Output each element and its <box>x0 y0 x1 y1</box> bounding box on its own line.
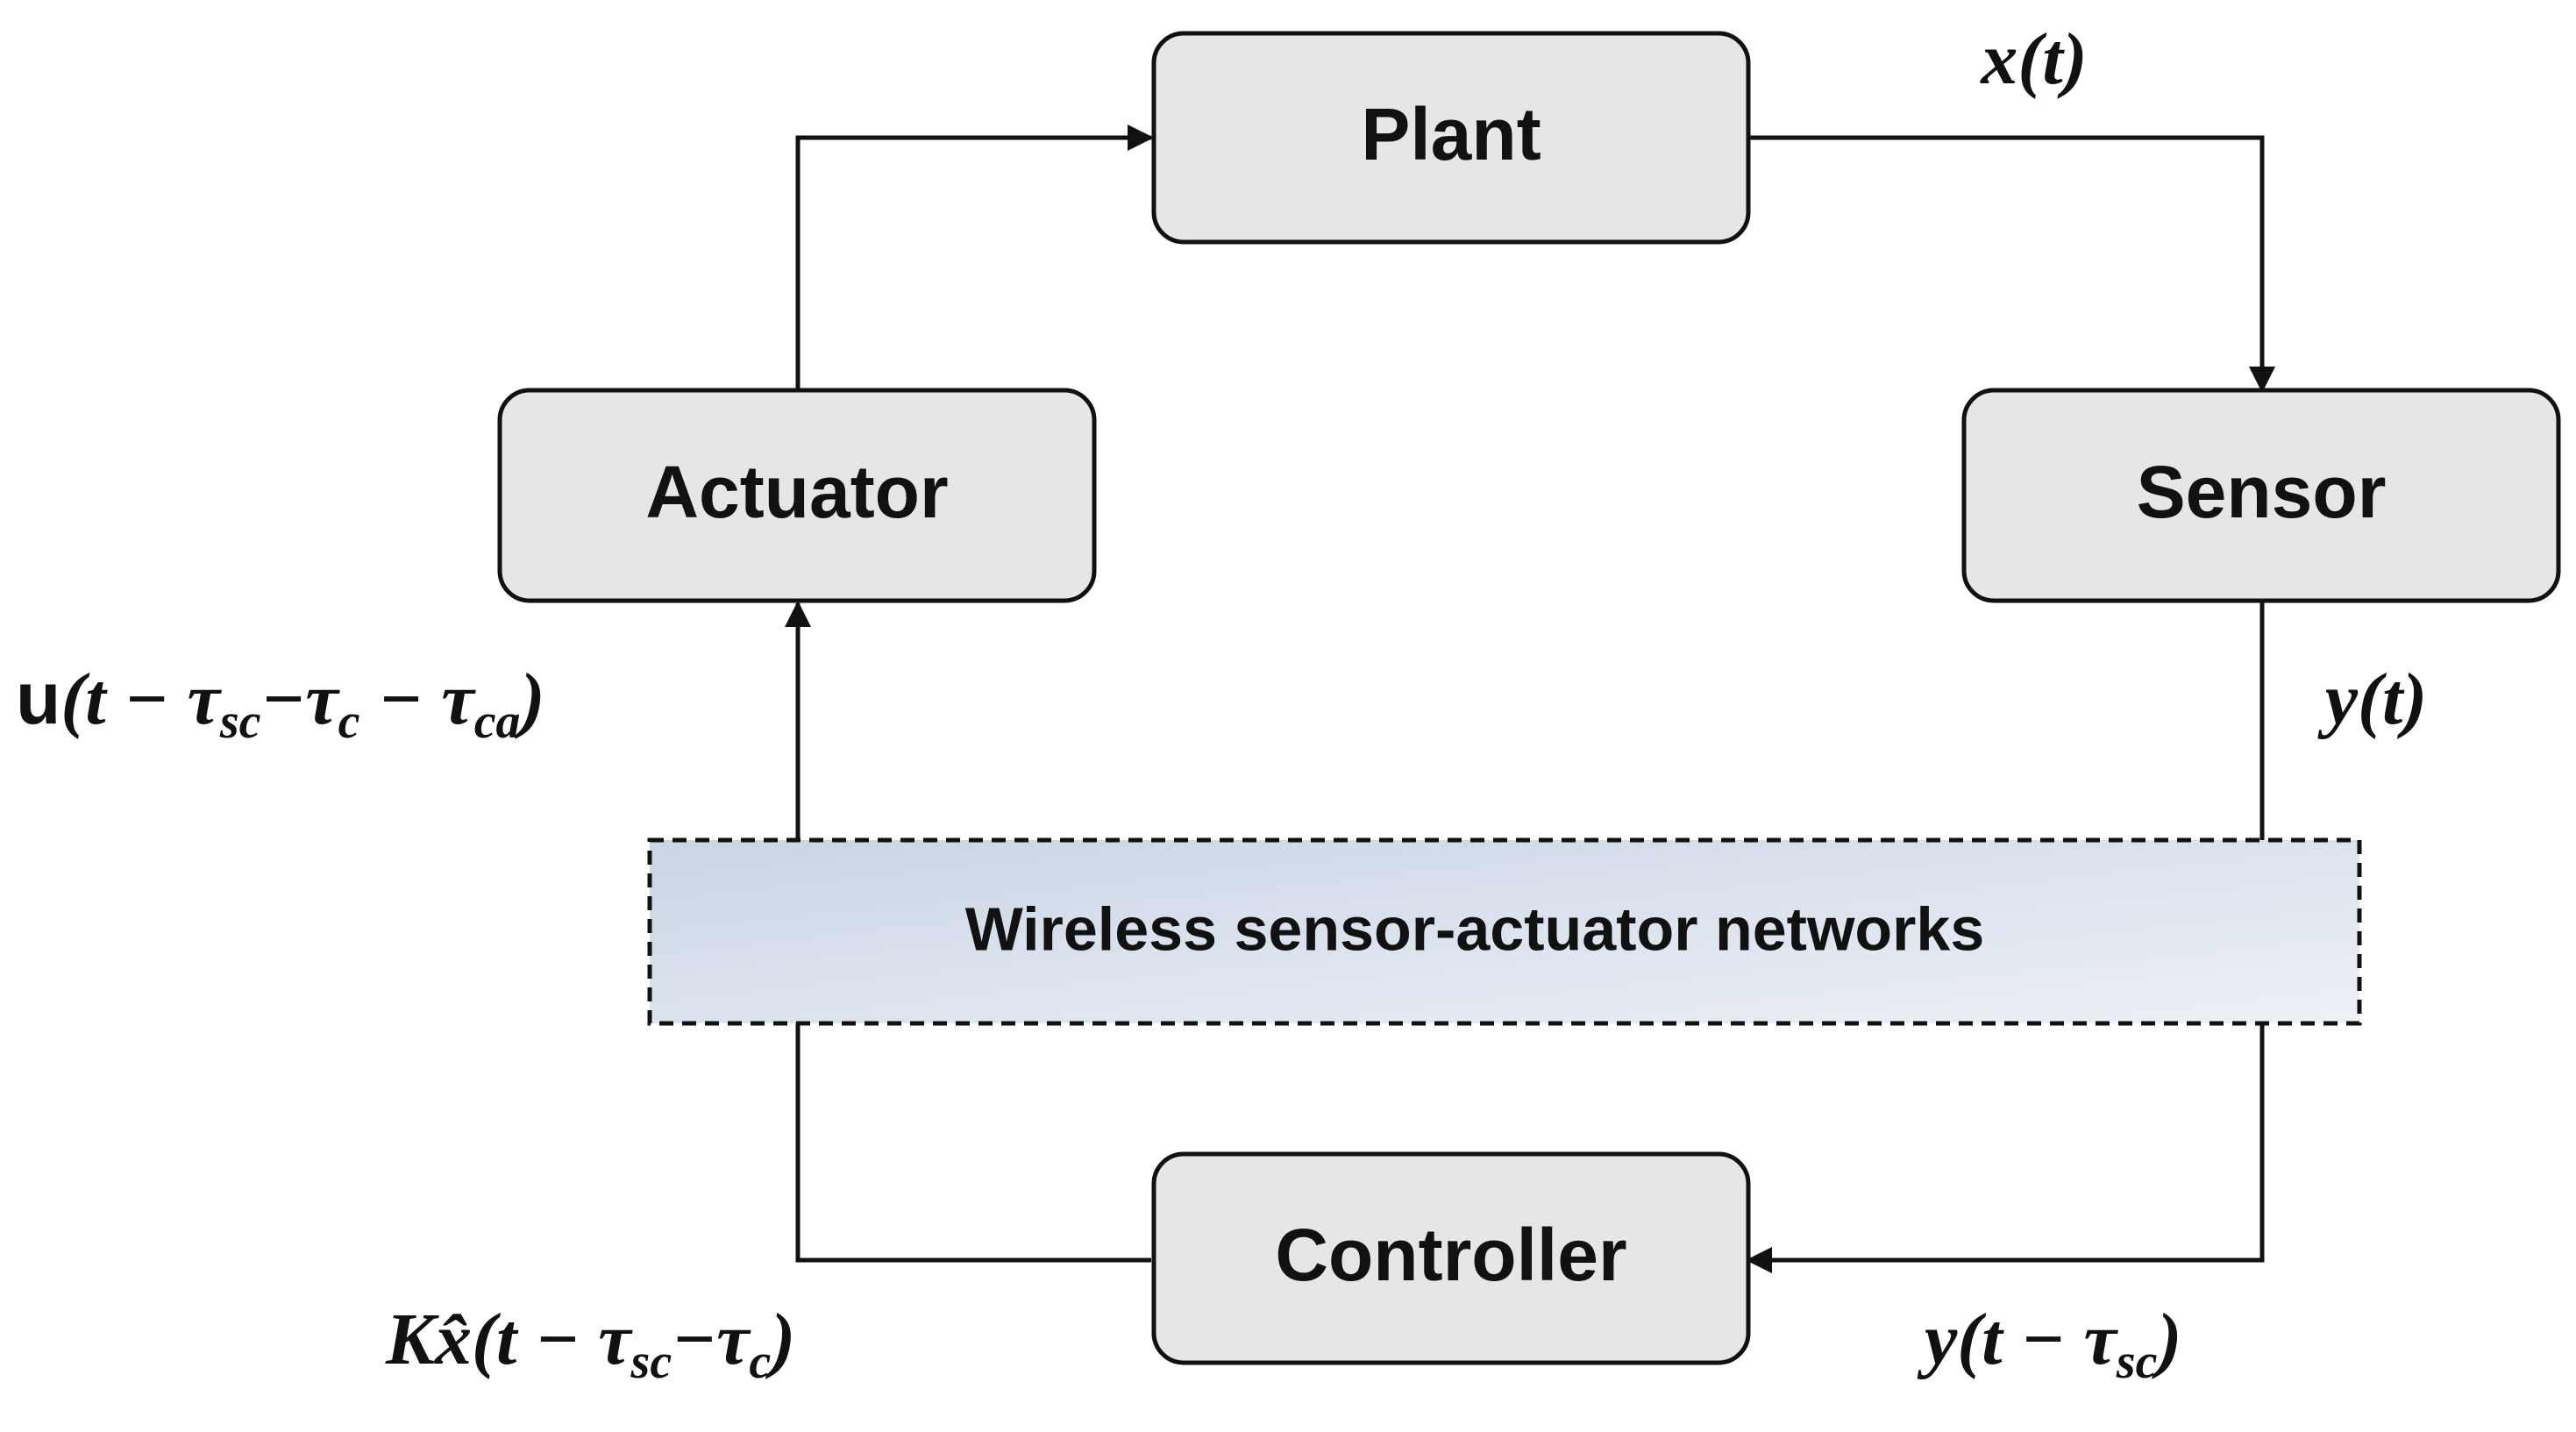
controller-label: Controller <box>1275 1214 1626 1296</box>
plant-label: Plant <box>1361 93 1541 175</box>
actuator-label: Actuator <box>645 451 948 533</box>
network-to-controller-arrow <box>1746 1023 2265 1273</box>
actuator-block: Actuator <box>497 388 1097 603</box>
network-label: Wireless sensor-actuator networks <box>965 894 1985 963</box>
actuator-to-plant-arrow <box>795 125 1154 390</box>
controller-input-signal: y(t − τsc) <box>1917 1299 2181 1389</box>
actuator-input-signal: u(t − τsc−τc − τca) <box>16 657 545 749</box>
plant-output-signal: x(t) <box>1979 18 2087 100</box>
plant-block: Plant <box>1151 31 1751 245</box>
connections <box>785 125 2275 1273</box>
controller-output-signal: Kx̂(t − τsc−τc) <box>385 1299 795 1389</box>
network-block: Wireless sensor-actuator networks <box>647 837 2362 1026</box>
sensor-label: Sensor <box>2137 451 2387 533</box>
controller-block: Controller <box>1151 1151 1751 1365</box>
controller-to-network-line <box>795 1023 1151 1263</box>
plant-to-sensor-arrow <box>1746 135 2275 393</box>
sensor-output-signal: y(t) <box>2317 659 2428 740</box>
sensor-block: Sensor <box>1961 388 2561 603</box>
